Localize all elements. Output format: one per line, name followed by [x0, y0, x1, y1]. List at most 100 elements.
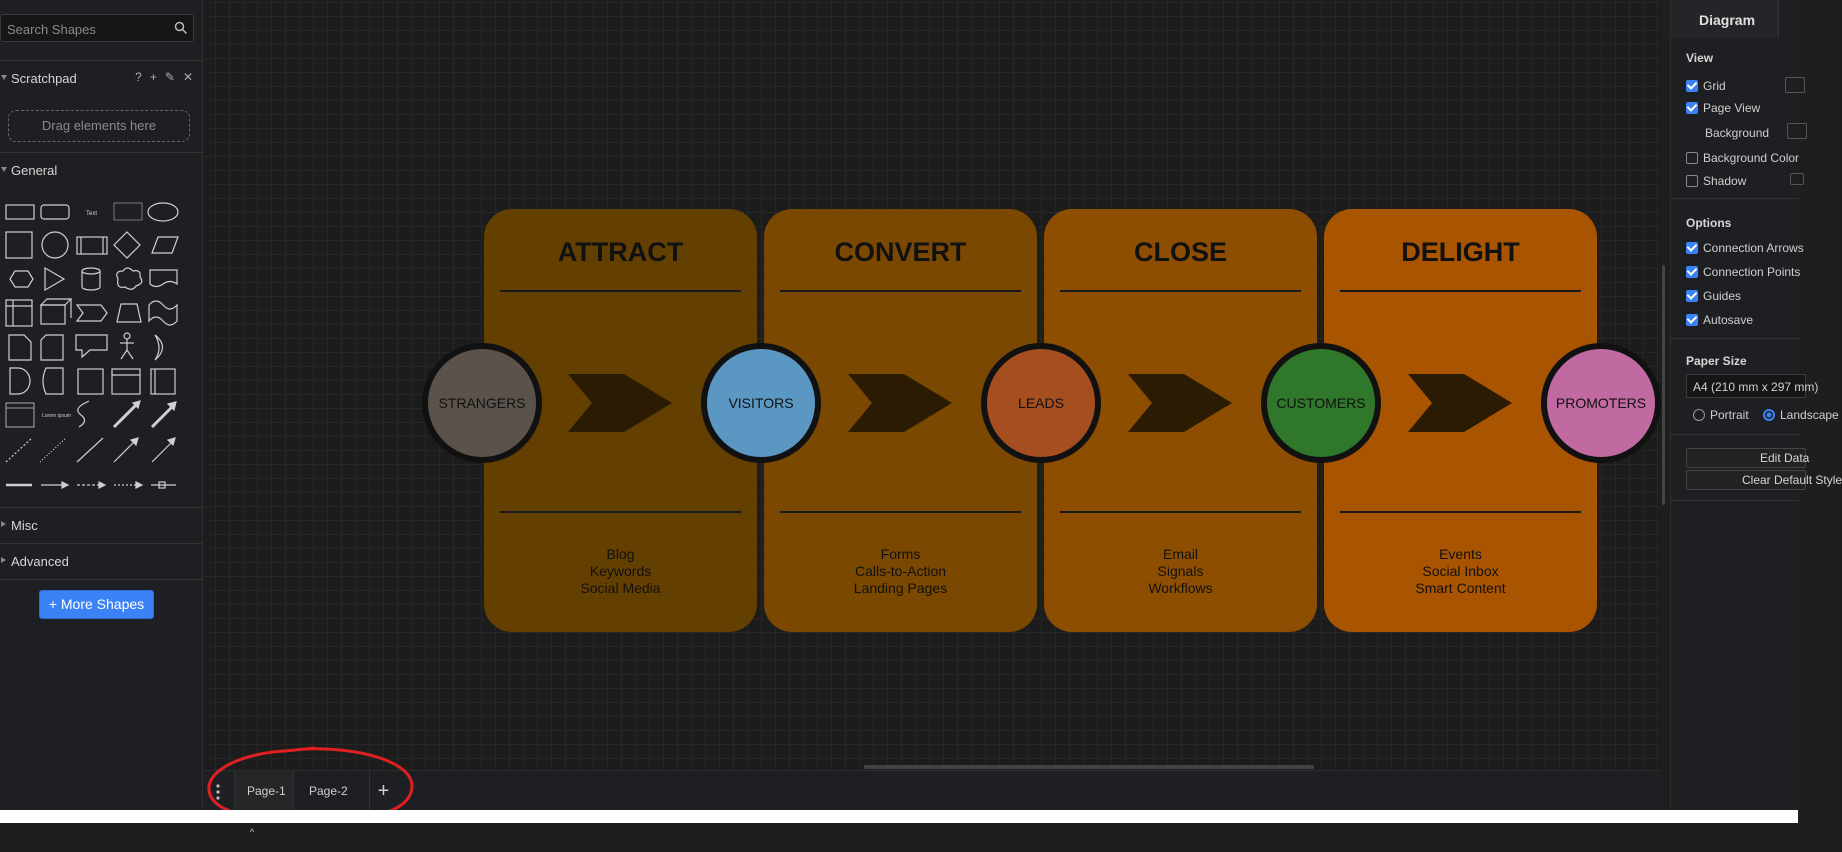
divider-line: [500, 511, 741, 513]
arrow-icon[interactable]: [1128, 374, 1232, 432]
advanced-section-header[interactable]: Advanced: [0, 543, 203, 579]
general-title: General: [11, 163, 58, 178]
connection-arrows-label: Connection Arrows: [1703, 241, 1804, 255]
diagram-canvas[interactable]: ATTRACT Blog Keywords Social Media CONVE…: [204, 0, 1661, 770]
autosave-checkbox[interactable]: Autosave: [1686, 313, 1753, 327]
misc-section-header[interactable]: Misc: [0, 507, 203, 543]
stage-title: ATTRACT: [557, 237, 684, 267]
shadow-label: Shadow: [1703, 174, 1747, 188]
search-shapes-input[interactable]: Search Shapes: [0, 14, 194, 42]
expand-icon[interactable]: [1, 521, 6, 527]
expand-icon[interactable]: [1, 557, 6, 563]
scratchpad-drop-zone[interactable]: Drag elements here: [8, 110, 190, 142]
landscape-radio[interactable]: Landscape: [1763, 408, 1839, 422]
paper-size-select[interactable]: A4 (210 mm x 297 mm): [1686, 374, 1818, 398]
grid-size-input[interactable]: [1785, 77, 1805, 93]
tab-label: Page-1: [247, 784, 286, 798]
help-icon[interactable]: ?: [135, 70, 142, 84]
radio-unchecked-icon[interactable]: [1693, 409, 1705, 421]
tab-page-2[interactable]: Page-2: [299, 771, 361, 811]
section-divider: [1671, 198, 1799, 199]
edit-data-button[interactable]: Edit Data: [1686, 448, 1809, 468]
divider-line: [1340, 290, 1581, 292]
stage-item: Social Inbox: [1422, 563, 1499, 579]
divider-line: [1340, 511, 1581, 513]
tab-label: Page-2: [309, 784, 348, 798]
section-divider: [1671, 500, 1799, 501]
arrow-icon[interactable]: [568, 374, 672, 432]
collapse-icon[interactable]: [1, 75, 7, 80]
tab-page-1[interactable]: Page-1 ^: [234, 771, 294, 837]
connection-arrows-checkbox[interactable]: Connection Arrows: [1686, 241, 1804, 255]
node-customers[interactable]: CUSTOMERS: [1261, 343, 1381, 463]
node-label: STRANGERS: [438, 395, 526, 411]
landscape-label: Landscape: [1780, 408, 1839, 422]
portrait-radio[interactable]: Portrait: [1693, 408, 1749, 422]
search-placeholder: Search Shapes: [7, 22, 96, 37]
stage-item: Smart Content: [1415, 580, 1506, 596]
arrow-icon[interactable]: [1408, 374, 1512, 432]
add-icon[interactable]: +: [149, 70, 157, 84]
node-visitors[interactable]: VISITORS: [701, 343, 821, 463]
page-menu-icon[interactable]: [215, 784, 221, 800]
connection-points-checkbox[interactable]: Connection Points: [1686, 265, 1800, 279]
page-view-checkbox[interactable]: Page View: [1686, 101, 1760, 115]
general-shapes-palette[interactable]: Text Lorem ipsum: [0, 198, 203, 498]
stage-title: DELIGHT: [1401, 237, 1520, 267]
stage-item: Calls-to-Action: [854, 563, 947, 579]
paper-size-heading: Paper Size: [1686, 354, 1747, 368]
checkbox-unchecked-icon[interactable]: [1686, 152, 1698, 164]
background-label: Background: [1705, 126, 1770, 140]
section-divider: [0, 579, 203, 580]
checkbox-checked-icon[interactable]: [1686, 290, 1698, 302]
advanced-title: Advanced: [11, 554, 69, 569]
divider-line: [780, 511, 1021, 513]
checkbox-checked-icon[interactable]: [1686, 80, 1698, 92]
more-shapes-button[interactable]: + More Shapes: [39, 590, 154, 619]
vertical-scrollbar[interactable]: [1662, 265, 1665, 505]
shapes-panel: Search Shapes Scratchpad ? + ✎ ✕ Drag el…: [0, 0, 203, 810]
stage-item: Email: [1162, 546, 1198, 562]
background-button[interactable]: [1787, 123, 1807, 139]
checkbox-checked-icon[interactable]: [1686, 102, 1698, 114]
edit-icon[interactable]: ✎: [164, 70, 175, 84]
options-heading: Options: [1686, 216, 1732, 230]
autosave-label: Autosave: [1703, 313, 1754, 327]
guides-checkbox[interactable]: Guides: [1686, 289, 1741, 303]
shadow-checkbox[interactable]: Shadow: [1686, 174, 1746, 188]
grid-checkbox[interactable]: Grid: [1686, 79, 1726, 93]
node-label: LEADS: [1018, 395, 1064, 411]
background-color-checkbox[interactable]: Background Color: [1686, 151, 1799, 165]
checkbox-checked-icon[interactable]: [1686, 314, 1698, 326]
stage-title: CONVERT: [834, 237, 967, 267]
node-promoters[interactable]: PROMOTERS: [1541, 343, 1661, 463]
tab-diagram[interactable]: Diagram: [1671, 0, 1779, 38]
radio-checked-icon[interactable]: [1763, 409, 1775, 421]
collapse-icon[interactable]: [1, 167, 7, 172]
tab-diagram-label: Diagram: [1699, 12, 1756, 28]
page-view-label: Page View: [1703, 101, 1761, 115]
close-icon[interactable]: ✕: [182, 70, 193, 84]
scratchpad-header[interactable]: Scratchpad ? + ✎ ✕: [0, 60, 203, 96]
grid-label: Grid: [1703, 79, 1726, 93]
stage-item: Blog: [606, 546, 635, 562]
window-bottom-edge: [0, 810, 1798, 823]
node-strangers[interactable]: STRANGERS: [422, 343, 542, 463]
divider-line: [500, 290, 741, 292]
search-icon[interactable]: [174, 21, 188, 35]
chevron-up-icon[interactable]: ^: [250, 827, 255, 837]
divider-line: [780, 290, 1021, 292]
node-leads[interactable]: LEADS: [981, 343, 1101, 463]
add-page-button[interactable]: +: [369, 771, 397, 811]
shadow-option-box[interactable]: [1790, 173, 1804, 185]
horizontal-scrollbar[interactable]: [864, 765, 1314, 769]
checkbox-unchecked-icon[interactable]: [1686, 175, 1698, 187]
arrow-icon[interactable]: [848, 374, 952, 432]
checkbox-checked-icon[interactable]: [1686, 266, 1698, 278]
clear-default-style-button[interactable]: Clear Default Style: [1686, 470, 1842, 490]
checkbox-checked-icon[interactable]: [1686, 242, 1698, 254]
stage-item: Events: [1439, 546, 1482, 562]
general-section-header[interactable]: General: [0, 152, 203, 188]
svg-text:Text: Text: [86, 211, 97, 217]
node-label: PROMOTERS: [1555, 395, 1647, 411]
